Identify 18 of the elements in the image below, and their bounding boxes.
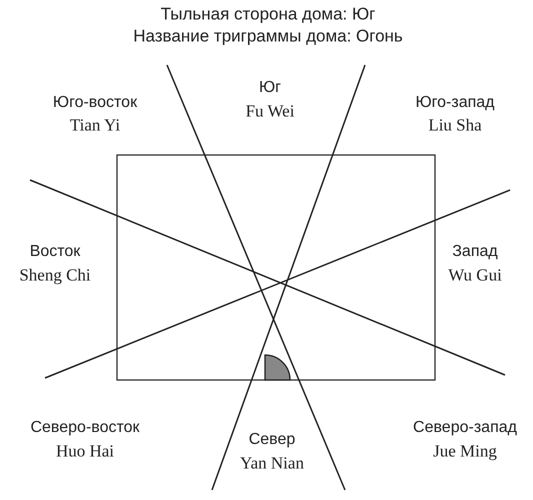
sector-name-label: Fu Wei [246, 102, 294, 122]
direction-label: Северо-восток [30, 419, 140, 437]
direction-label: Юго-запад [416, 94, 494, 112]
sector-name-label: Liu Sha [428, 116, 482, 136]
direction-label: Юг [259, 79, 281, 97]
heading: Тыльная сторона дома: Юг [160, 6, 376, 24]
direction-label: Север [248, 431, 296, 449]
direction-label: Северо-запад [413, 419, 517, 437]
sector-name-label: Tian Yi [70, 116, 120, 136]
sector-name-label: Jue Ming [433, 442, 497, 462]
sector-name-label: Wu Gui [448, 266, 502, 286]
sector-name-label: Sheng Chi [19, 266, 91, 286]
direction-label: Юго-восток [52, 94, 138, 112]
sector-name-label: Huo Hai [56, 442, 114, 462]
direction-label: Восток [30, 243, 80, 261]
subheading: Название триграммы дома: Огонь [133, 28, 403, 46]
sector-name-label: Yan Nian [240, 454, 304, 474]
direction-label: Запад [452, 243, 498, 261]
